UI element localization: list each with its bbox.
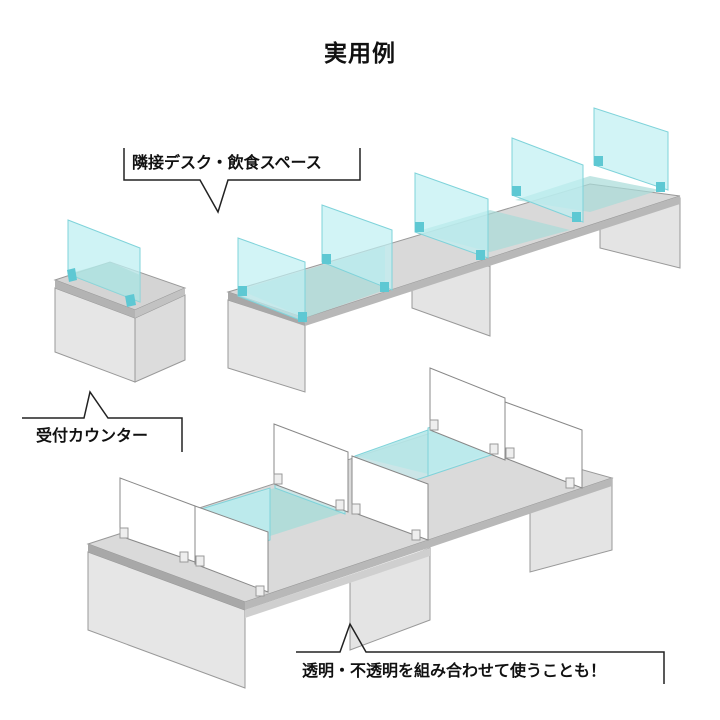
- callout-bracket: [22, 390, 183, 452]
- clear-panel: [321, 204, 393, 291]
- panel-shadow: [68, 262, 140, 302]
- panel-bracket: [656, 182, 665, 192]
- panel-bracket: [476, 250, 485, 260]
- desk-top-edge-side: [305, 196, 680, 326]
- panel-bracket: [119, 527, 129, 539]
- opaque-panel: [504, 401, 583, 489]
- panel-bracket: [322, 254, 331, 264]
- desk-top-edge-side: [245, 478, 612, 610]
- callout-label: 受付カウンター: [36, 426, 148, 445]
- opaque-panel: [194, 505, 269, 593]
- panel-bracket: [380, 282, 389, 292]
- panel-bracket: [125, 294, 136, 307]
- panel-bracket: [335, 499, 345, 511]
- panel-bracket: [572, 212, 581, 222]
- panel-bracket: [238, 286, 247, 296]
- panel-bracket: [411, 529, 421, 541]
- panel-bracket: [273, 473, 283, 485]
- panel-bracket: [351, 503, 361, 515]
- panel-bracket: [298, 312, 307, 322]
- panel-bracket: [67, 268, 77, 282]
- callout-label: 隣接デスク・飲食スペース: [132, 153, 322, 172]
- panel-bracket: [195, 555, 205, 567]
- clear-panel: [414, 172, 489, 259]
- callout-reception: 受付カウンター: [22, 390, 183, 452]
- page-title: 実用例: [324, 41, 396, 67]
- panel-bracket: [594, 156, 603, 166]
- clear-panel: [593, 107, 669, 191]
- callout-bracket: [296, 622, 665, 684]
- desk-side: [245, 548, 430, 618]
- panel-bracket: [415, 222, 424, 232]
- opaque-panel: [429, 367, 506, 461]
- panel-bracket: [489, 443, 499, 455]
- counter-top-edge: [55, 280, 135, 318]
- panel-bracket: [505, 447, 515, 459]
- callout-label: 透明・不透明を組み合わせて使うことも！: [302, 661, 606, 680]
- clear-panel: [511, 137, 584, 223]
- callout-adjacent-desk: 隣接デスク・飲食スペース: [123, 148, 361, 214]
- panel-bracket: [512, 186, 521, 196]
- panel-bracket: [255, 585, 265, 597]
- counter-top-edge-side: [135, 288, 185, 318]
- desk-top-edge: [88, 544, 245, 610]
- desk-front: [87, 551, 246, 689]
- reception-counter: [53, 219, 187, 383]
- desk-top-edge: [228, 292, 305, 326]
- combination-desk: [86, 367, 614, 689]
- callout-bracket: [123, 148, 361, 214]
- panel-bracket: [179, 551, 189, 563]
- opaque-panel: [351, 455, 429, 541]
- panel-bracket: [565, 477, 575, 489]
- opaque-panel: [273, 423, 349, 513]
- panel-bracket: [429, 419, 439, 431]
- callout-combination: 透明・不透明を組み合わせて使うことも！: [296, 622, 665, 684]
- adjacent-desk-row: [226, 107, 681, 393]
